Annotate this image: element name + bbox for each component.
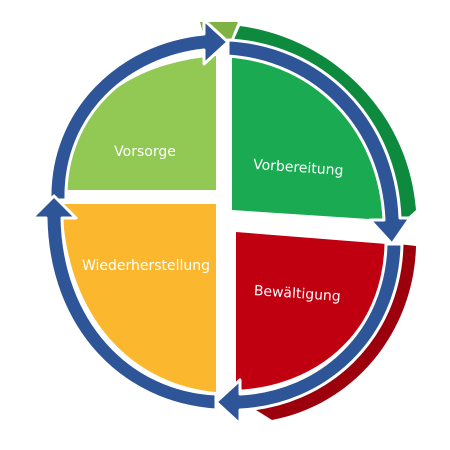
label-bewaeltigung: Bewältigung bbox=[253, 283, 341, 305]
label-vorbereitung: Vorbereitung bbox=[253, 157, 344, 179]
separator-left bbox=[56, 192, 216, 202]
separator-top bbox=[218, 48, 230, 212]
separator-right bbox=[232, 214, 392, 238]
label-vorsorge: Vorsorge bbox=[114, 144, 176, 160]
label-wiederherstellung: Wiederherstellung bbox=[82, 258, 210, 274]
quadrant-bewaeltigung bbox=[236, 232, 386, 390]
quadrant-wiederherstellung bbox=[62, 204, 216, 392]
quadrant-vorsorge bbox=[63, 56, 216, 190]
quadrant-vorbereitung bbox=[232, 56, 384, 220]
ring-arrow-wiederherstellung bbox=[30, 194, 218, 412]
cycle-ring bbox=[30, 18, 412, 426]
